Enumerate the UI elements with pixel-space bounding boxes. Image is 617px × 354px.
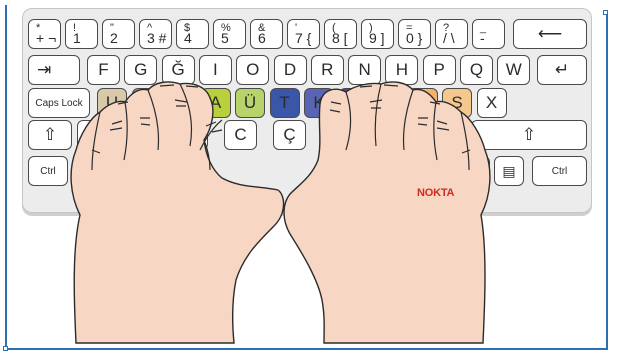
left-hand <box>71 82 284 343</box>
nokta-label: NOKTA <box>417 187 454 199</box>
right-hand <box>284 82 490 343</box>
